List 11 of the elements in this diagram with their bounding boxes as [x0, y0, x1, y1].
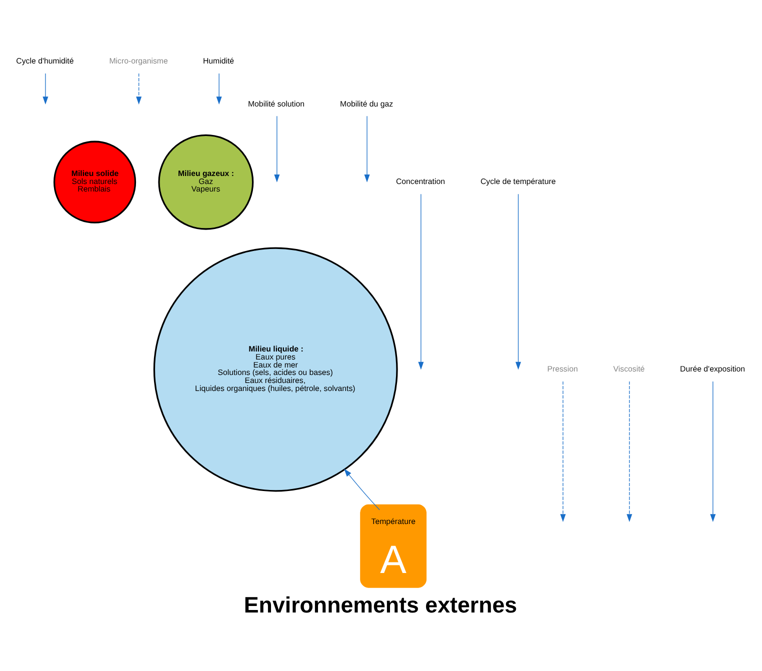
arrow [364, 115, 370, 182]
arrow [516, 193, 522, 370]
diagram-title: Environnements externes [244, 592, 518, 618]
arrow [626, 380, 632, 522]
arrow [418, 193, 424, 370]
arrow [216, 72, 222, 104]
arrow [42, 72, 48, 104]
arrow [274, 115, 280, 182]
arrow [560, 380, 566, 522]
arrow [136, 72, 142, 104]
arrow [710, 380, 716, 522]
